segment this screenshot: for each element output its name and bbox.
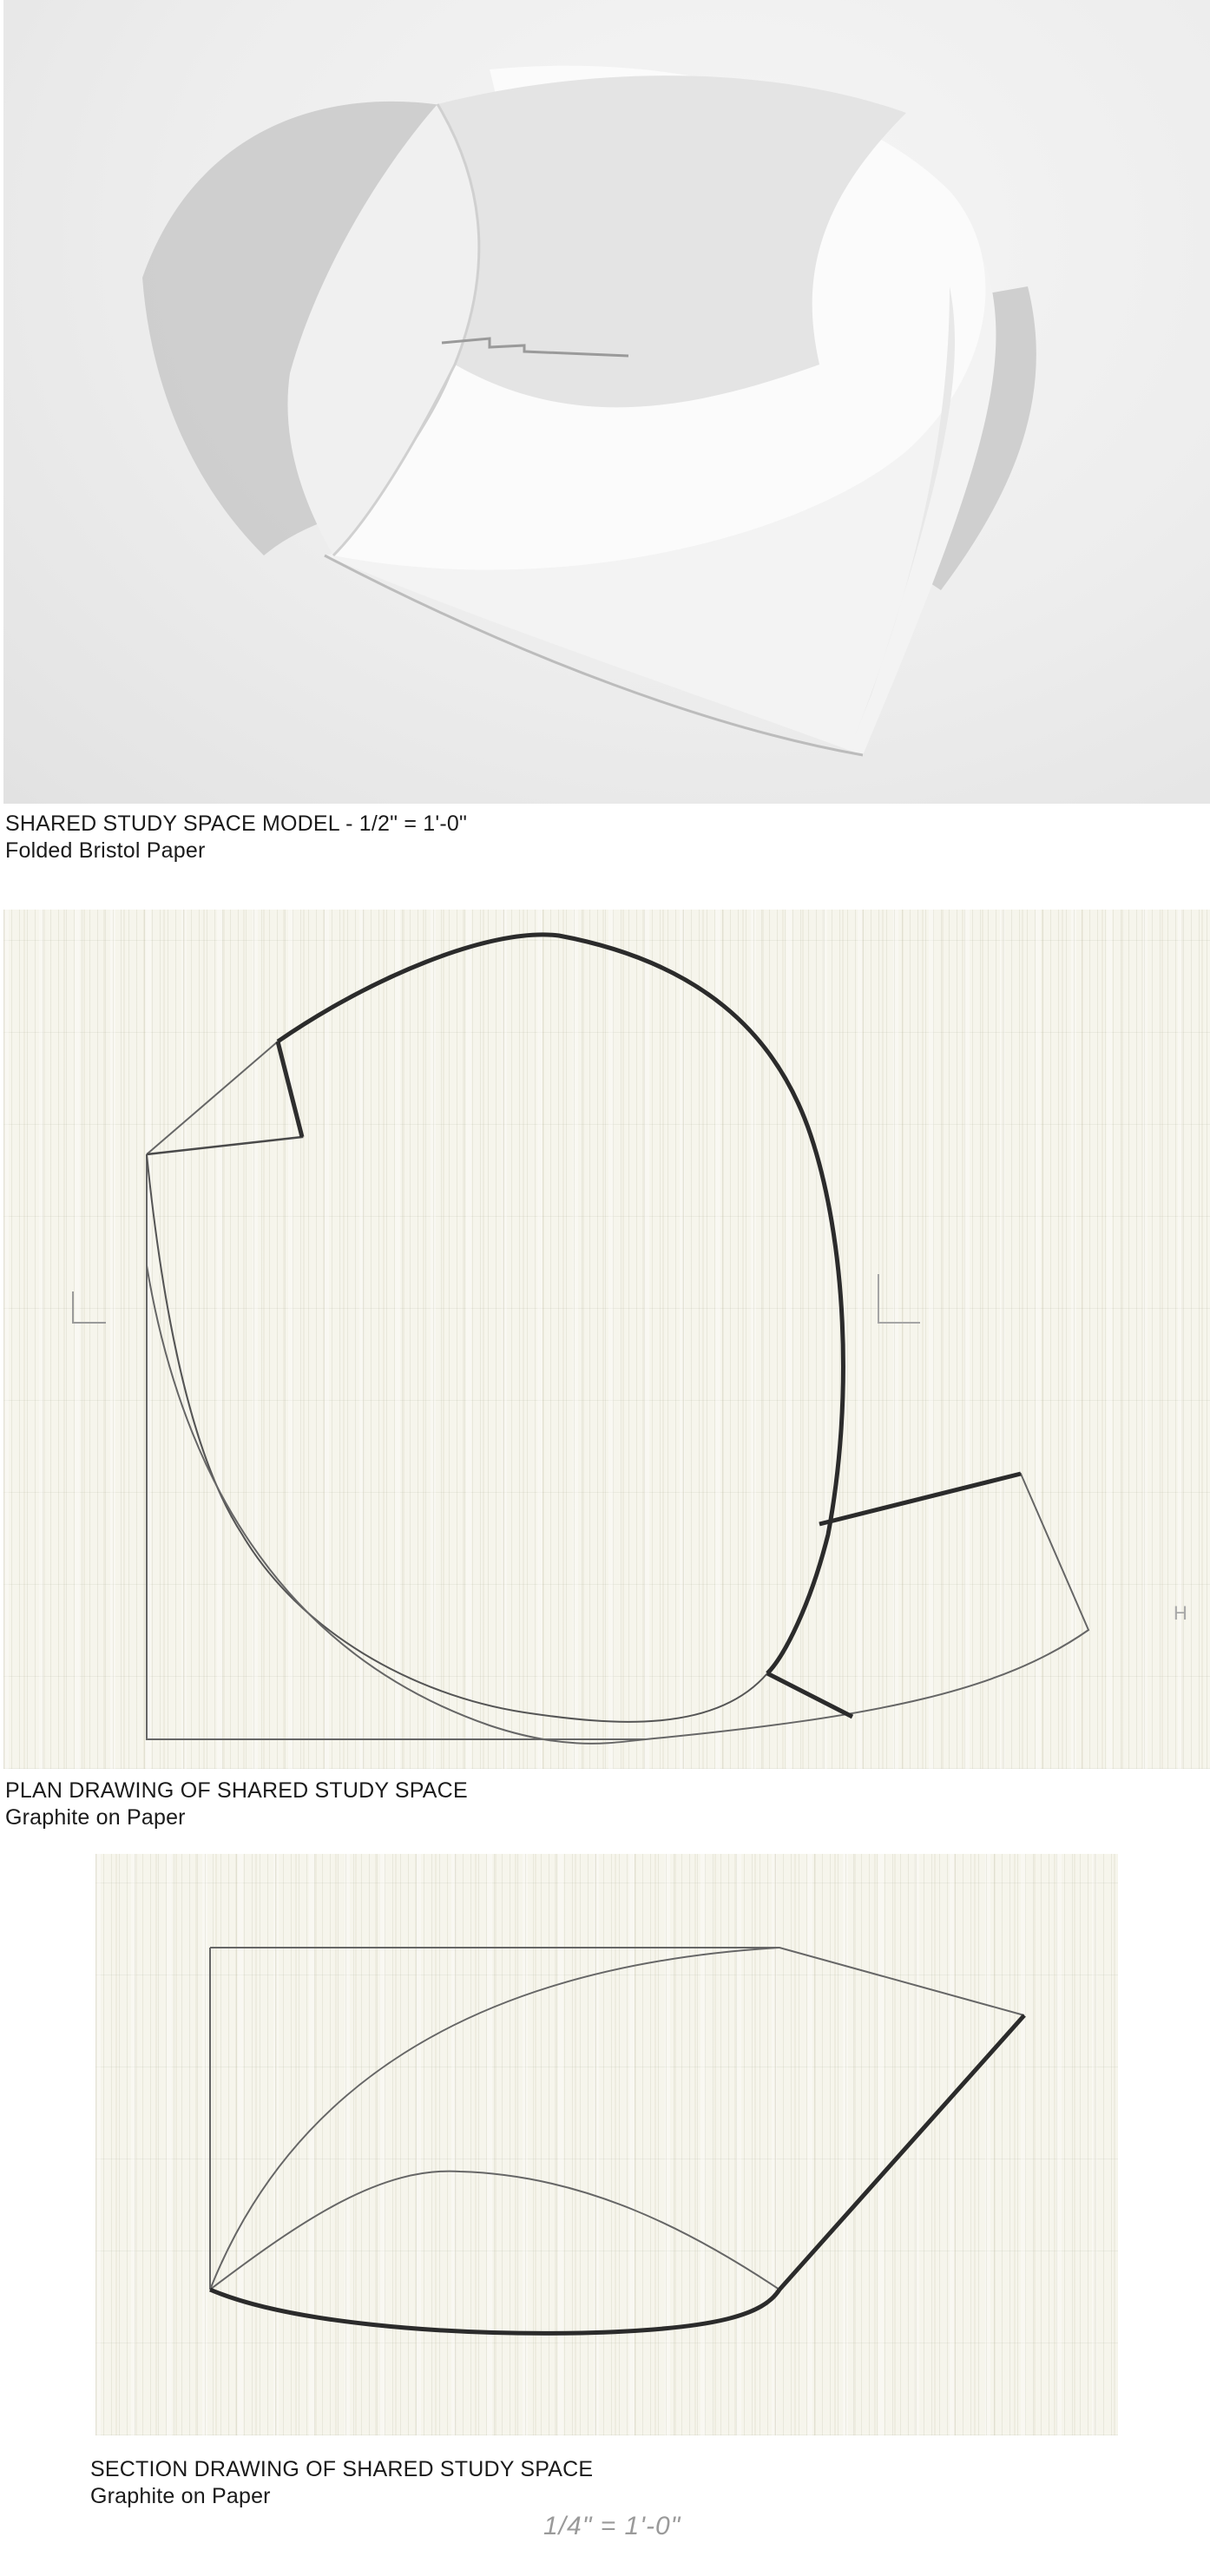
section-title: SECTION DRAWING OF SHARED STUDY SPACE (90, 2457, 594, 2481)
plan-drawing (3, 910, 1210, 1769)
plan-section-mark: H (1174, 1602, 1187, 1624)
section-drawing (95, 1854, 1118, 2435)
model-caption: SHARED STUDY SPACE MODEL - 1/2" = 1'-0" … (5, 811, 467, 864)
drawing-scale: 1/4" = 1'-0" (543, 2512, 681, 2540)
model-photo (3, 0, 1210, 804)
section-material: Graphite on Paper (90, 2484, 271, 2508)
model-material: Folded Bristol Paper (5, 838, 206, 863)
plan-caption: PLAN DRAWING OF SHARED STUDY SPACE Graph… (5, 1778, 468, 1831)
plan-title: PLAN DRAWING OF SHARED STUDY SPACE (5, 1778, 468, 1803)
section-caption: SECTION DRAWING OF SHARED STUDY SPACE Gr… (90, 2456, 593, 2510)
plan-material: Graphite on Paper (5, 1805, 186, 1830)
model-title: SHARED STUDY SPACE MODEL - 1/2" = 1'-0" (5, 812, 468, 836)
